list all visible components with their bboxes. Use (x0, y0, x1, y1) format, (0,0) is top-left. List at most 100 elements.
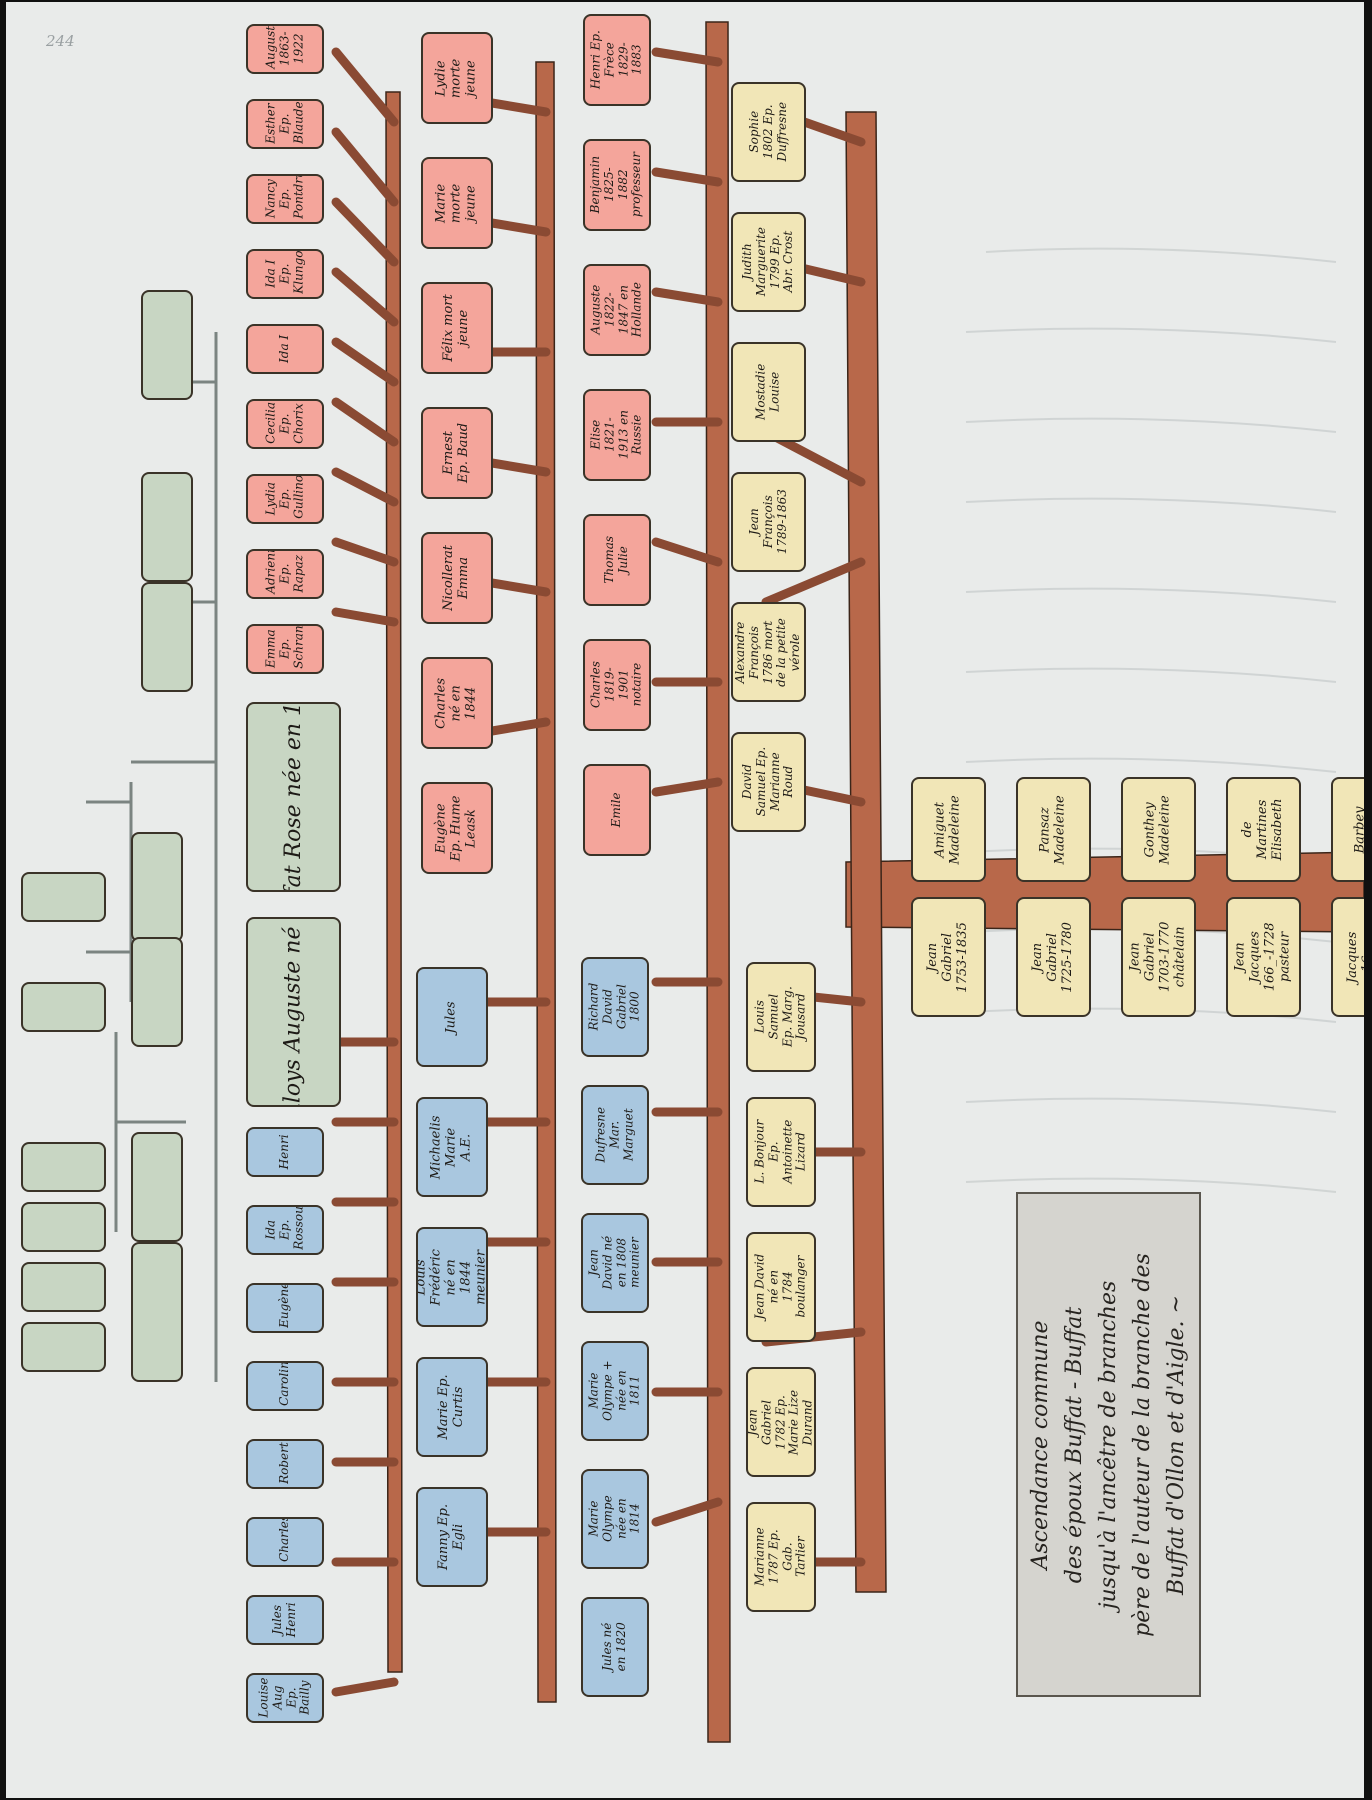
person-label: Félix mort jeune (442, 294, 472, 362)
person-scroll: Jean Gabriel 1782 Ep. Marie Lize Durand (746, 1367, 816, 1477)
spouse-label: de Martines Elisabeth (1241, 794, 1286, 865)
person-scroll: Michaelis Marie A.E. (416, 1097, 488, 1197)
person-scroll: Jules né en 1820 (581, 1597, 649, 1697)
spouse-scroll: Amiguet Madeleine (911, 777, 986, 882)
person-label: Lydie morte jeune (435, 44, 480, 112)
person-scroll: Alexandre François 1786 mort de la petit… (731, 602, 806, 702)
person-scroll: Ida I (246, 324, 324, 374)
person-scroll: David Samuel Ep. Marianne Roud (731, 732, 806, 832)
person-label: Jean François 1789-1863 (748, 486, 789, 557)
person-scroll: Jean David né en 1784 boulanger (746, 1232, 816, 1342)
person-label: Jules Henri (271, 1600, 299, 1640)
scroll-buffat-rose: Buffat Rose née en 1874 (246, 702, 341, 892)
person-label: Ernest Ep. Baud (442, 419, 472, 487)
grey-scroll (141, 290, 193, 400)
caption-line: Buffat d'Ollon et d'Aigle. ~ (1160, 1253, 1194, 1637)
person-scroll: Marie Olympe + née en 1811 (581, 1341, 649, 1441)
person-scroll: Eugène (246, 1283, 324, 1333)
person-label: Fanny Ep. Egli (437, 1503, 467, 1571)
person-label: Charles né en 1844 (435, 669, 480, 737)
person-scroll: Marie morte jeune (421, 157, 493, 249)
person-label: Charles (278, 1522, 292, 1562)
person-label: Charles 1819-1901 notaire (589, 653, 644, 717)
person-scroll: L. Bonjour Ep. Antoinette Lizard (746, 1097, 816, 1207)
person-scroll: Charles né en 1844 (421, 657, 493, 749)
person-scroll: Jean François 1789-1863 (731, 472, 806, 572)
caption-line: Ascendance commune (1024, 1253, 1058, 1637)
person-scroll: Nicollerat Emma (421, 532, 493, 624)
person-scroll: Félix mort jeune (421, 282, 493, 374)
person-scroll: Fanny Ep. Egli (416, 1487, 488, 1587)
grey-scroll (21, 1202, 106, 1252)
caption-line: jusqu'à l'ancêtre de branches (1092, 1253, 1126, 1637)
bleed-through-lines (966, 249, 1336, 1192)
person-scroll: Richard David Gabriel 1800 (581, 957, 649, 1057)
person-scroll: Auguste 1863-1922 (246, 24, 324, 74)
ancestor-label: Jean Jacques 166_-1728 pasteur (1234, 922, 1294, 993)
ancestor-scroll: Jean Gabriel 1703-1770 châtelain (1121, 897, 1196, 1017)
person-scroll: Thomas Julie (583, 514, 651, 606)
person-label: Dufresne Mar. Marguet (594, 1103, 635, 1167)
person-label: Marie Olympe née en 1814 (587, 1487, 642, 1551)
grey-scroll (141, 472, 193, 582)
spouse-label: Amiguet Madeleine (934, 794, 964, 865)
person-scroll: Lydia Ep. Gullino (246, 474, 324, 524)
ancestor-label: Jean Gabriel 1703-1770 châtelain (1129, 922, 1189, 993)
person-scroll: Nancy Ep. Pontdruss (246, 174, 324, 224)
person-scroll: Henri Ep. Frèce 1829-1883 (583, 14, 651, 106)
person-scroll: Jules Henri (246, 1595, 324, 1645)
manuscript-page: 244 (6, 2, 1364, 1798)
person-scroll: Louis Samuel Ep. Marg. Jousard (746, 962, 816, 1072)
grey-scroll (131, 1242, 183, 1382)
person-label: L. Bonjour Ep. Antoinette Lizard (753, 1119, 808, 1185)
person-label: Lydia Ep. Gullino (264, 479, 305, 519)
grey-scroll (141, 582, 193, 692)
person-scroll: Robert (246, 1439, 324, 1489)
ancestor-label: Jacques 16__ Justicier (1346, 922, 1364, 993)
grey-scroll (21, 1262, 106, 1312)
grey-scroll (21, 982, 106, 1032)
person-scroll: Ernest Ep. Baud (421, 407, 493, 499)
grey-scroll (21, 872, 106, 922)
person-label: Eugène Ep. Hume Leask (435, 794, 480, 862)
person-label: Nancy Ep. Pontdruss (264, 179, 305, 219)
person-label: Adrienne Ep. Rapaz (264, 554, 305, 594)
ancestor-label: Jean Gabriel 1725-1780 (1031, 922, 1076, 993)
person-scroll: Sophie 1802 Ep. Duffresne (731, 82, 806, 182)
person-scroll: Emile (583, 764, 651, 856)
grey-scroll (131, 832, 183, 942)
person-label: Louise Aug Ep. Bailly (257, 1678, 312, 1718)
person-label: Henri (278, 1132, 292, 1172)
person-label: Michaelis Marie A.E. (430, 1113, 475, 1181)
caption-line: père de l'auteur de la branche des (1126, 1253, 1160, 1637)
person-label: Robert (278, 1444, 292, 1484)
person-scroll: Caroline (246, 1361, 324, 1411)
grey-scroll (131, 1132, 183, 1242)
person-label: Judith Marguerite 1799 Ep. Abr. Crost (741, 227, 796, 298)
person-label: Elise 1821-1913 en Russie (589, 403, 644, 467)
person-scroll: Ida Ep. Rossou (246, 1205, 324, 1255)
person-scroll: Judith Marguerite 1799 Ep. Abr. Crost (731, 212, 806, 312)
person-scroll: Marie Ep. Curtis (416, 1357, 488, 1457)
person-label: Marie Olympe + née en 1811 (587, 1359, 642, 1423)
person-scroll: Ida I Ep. Klungo (246, 249, 324, 299)
person-scroll: Marianne 1787 Ep. Gab. Tarlier (746, 1502, 816, 1612)
person-scroll: Esther Ep. Blaudet (246, 99, 324, 149)
ancestor-scroll: Jean Gabriel 1725-1780 (1016, 897, 1091, 1017)
person-scroll: Charles 1819-1901 notaire (583, 639, 651, 731)
person-label: Marie morte jeune (435, 169, 480, 237)
ancestor-label: Jean Gabriel 1753-1835 (926, 922, 971, 993)
person-label: Benjamin 1825-1882 professeur (589, 152, 644, 217)
person-label: Jean David né en 1808 meunier (587, 1231, 642, 1295)
caption-box: Ascendance commune des époux Buffat - Bu… (1016, 1192, 1201, 1697)
person-scroll: Louis Frédéric né en 1844 meunier (416, 1227, 488, 1327)
person-label: Louis Samuel Ep. Marg. Jousard (753, 984, 808, 1050)
person-scroll: Cecilia Ep. Chorix (246, 399, 324, 449)
ancestor-scroll: Jacques 16__ Justicier (1331, 897, 1364, 1017)
person-label: Richard David Gabriel 1800 (587, 975, 642, 1039)
person-label: Emile (610, 778, 624, 842)
person-scroll: Jules (416, 967, 488, 1067)
person-label: Thomas Julie (603, 528, 631, 592)
person-label: Cecilia Ep. Chorix (264, 404, 305, 444)
tree-trunks (386, 22, 1364, 1742)
